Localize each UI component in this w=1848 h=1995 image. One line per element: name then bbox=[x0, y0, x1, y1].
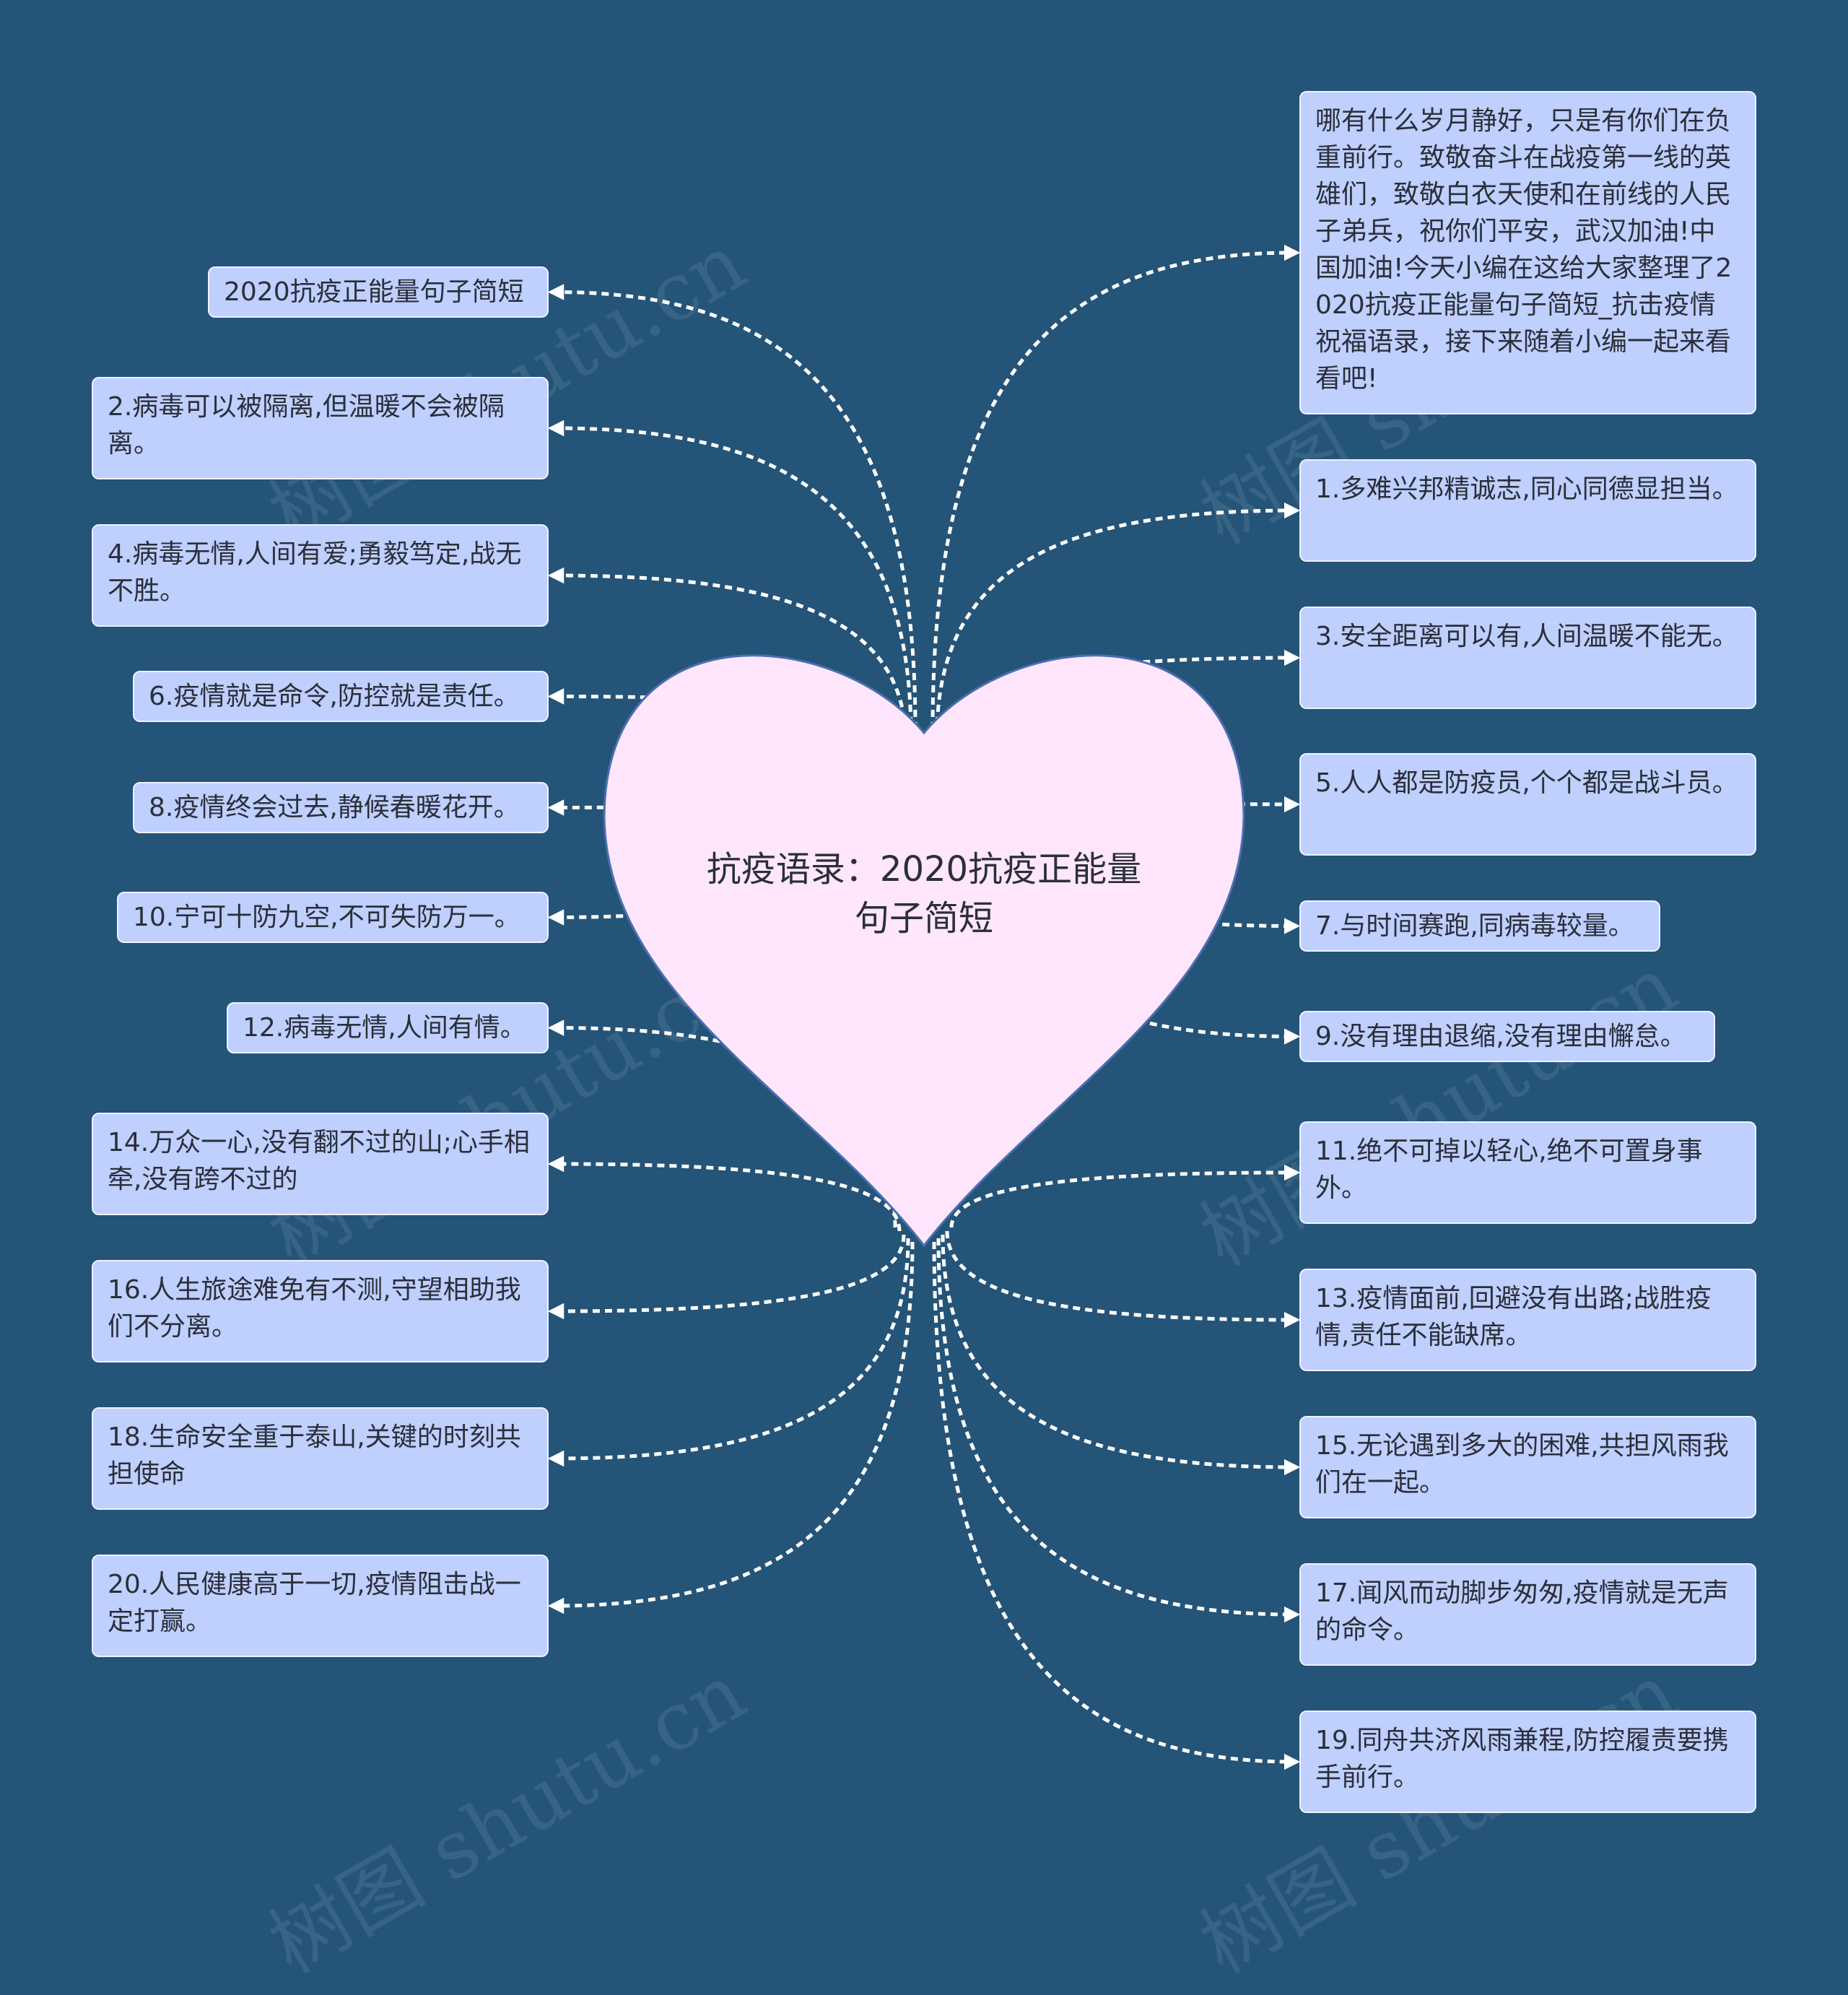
right-node-10[interactable]: 19.同舟共济风雨兼程,防控履责要携手前行。 bbox=[1299, 1711, 1756, 1813]
left-node-5[interactable]: 8.疫情终会过去,静候春暖花开。 bbox=[133, 782, 549, 833]
connector-line bbox=[547, 284, 918, 730]
right-node-8[interactable]: 15.无论遇到多大的困难,共担风雨我们在一起。 bbox=[1299, 1416, 1756, 1518]
left-node-3[interactable]: 4.病毒无情,人间有爱;勇毅笃定,战无不胜。 bbox=[92, 524, 549, 627]
connector-line bbox=[932, 1241, 1301, 1770]
connector-line bbox=[547, 420, 913, 737]
right-node-6[interactable]: 11.绝不可掉以轻心,绝不可置身事外。 bbox=[1299, 1121, 1756, 1224]
left-node-9[interactable]: 16.人生旅途难免有不测,守望相助我们不分离。 bbox=[92, 1260, 549, 1362]
connector-line bbox=[941, 1234, 1301, 1476]
right-node-3[interactable]: 5.人人都是防疫员,个个都是战斗员。 bbox=[1299, 753, 1756, 856]
right-node-4[interactable]: 7.与时间赛跑,同病毒较量。 bbox=[1299, 900, 1660, 952]
right-node-5[interactable]: 9.没有理由退缩,没有理由懈怠。 bbox=[1299, 1011, 1715, 1062]
connector-line bbox=[547, 1155, 902, 1232]
connector-line bbox=[547, 567, 908, 744]
right-node-2[interactable]: 3.安全距离可以有,人间温暖不能无。 bbox=[1299, 607, 1756, 709]
left-node-6[interactable]: 10.宁可十防九空,不可失防万一。 bbox=[117, 892, 549, 943]
right-node-9[interactable]: 17.闻风而动脚步匆匆,疫情就是无声的命令。 bbox=[1299, 1563, 1756, 1666]
connector-line bbox=[930, 244, 1301, 730]
connector-line bbox=[547, 1234, 906, 1320]
connector-line bbox=[945, 1230, 1301, 1329]
right-node-7[interactable]: 13.疫情面前,回避没有出路;战胜疫情,责任不能缺席。 bbox=[1299, 1269, 1756, 1371]
connector-line bbox=[936, 1238, 1301, 1623]
left-node-11[interactable]: 20.人民健康高于一切,疫情阻击战一定打赢。 bbox=[92, 1555, 549, 1657]
left-node-7[interactable]: 12.病毒无情,人间有情。 bbox=[227, 1002, 549, 1053]
connector-line bbox=[935, 502, 1301, 737]
connector-line bbox=[949, 1164, 1301, 1228]
connector-line bbox=[547, 1238, 910, 1467]
center-topic-title[interactable]: 抗疫语录：2020抗疫正能量句子简短 bbox=[706, 849, 1142, 939]
left-node-1[interactable]: 2020抗疫正能量句子简短 bbox=[208, 266, 549, 318]
left-node-8[interactable]: 14.万众一心,没有翻不过的山;心手相牵,没有跨不过的 bbox=[92, 1113, 549, 1215]
center-heart-shape bbox=[603, 654, 1245, 1248]
left-node-2[interactable]: 2.病毒可以被隔离,但温暖不会被隔离。 bbox=[92, 377, 549, 479]
mindmap-canvas bbox=[547, 244, 1301, 1770]
left-node-10[interactable]: 18.生命安全重于泰山,关键的时刻共担使命 bbox=[92, 1407, 549, 1510]
right-node-1[interactable]: 1.多难兴邦精诚志,同心同德显担当。 bbox=[1299, 459, 1756, 562]
left-node-4[interactable]: 6.疫情就是命令,防控就是责任。 bbox=[133, 671, 549, 722]
right-node-intro[interactable]: 哪有什么岁月静好，只是有你们在负重前行。致敬奋斗在战疫第一线的英雄们，致敬白衣天… bbox=[1299, 91, 1756, 414]
connector-line bbox=[547, 1241, 915, 1614]
